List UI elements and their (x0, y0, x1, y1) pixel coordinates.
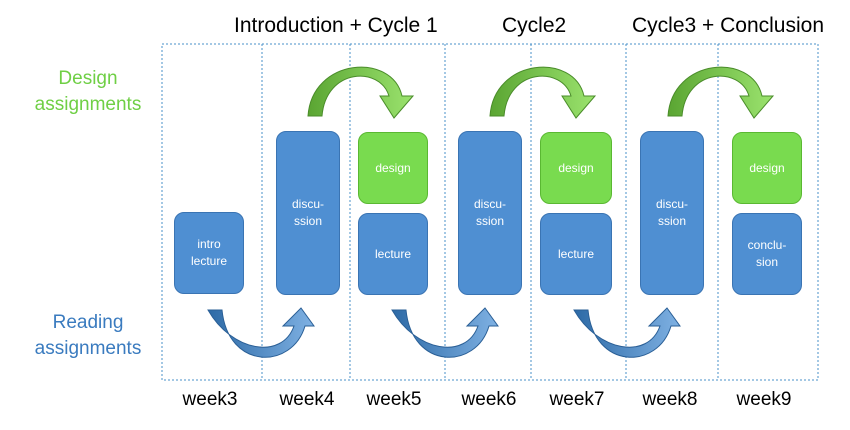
reading-arrow-week3-4 (207, 307, 315, 358)
week-label-5: week5 (366, 389, 422, 410)
week-label-9: week9 (736, 389, 792, 410)
row-label-line: Reading (52, 312, 124, 333)
box-discussion-week6: discu- ssion (458, 131, 522, 295)
design-arrow-week6-7 (489, 66, 597, 119)
week-label-3: week3 (182, 389, 238, 410)
row-label-line: assignments (34, 94, 142, 115)
section-title-cycle2: Cycle2 (502, 14, 567, 37)
box-lecture-week5: lecture (358, 213, 428, 295)
box-discussion-week4: discu- ssion (276, 131, 340, 295)
box-design-week7: design (540, 132, 612, 204)
reading-arrows (207, 307, 681, 358)
section-title-cycle3-conclusion: Cycle3 + Conclusion (632, 14, 825, 37)
box-label-line: conclu- (747, 238, 787, 252)
row-label-design-assignments: Design assignments (18, 66, 158, 118)
box-design-week5: design (358, 132, 428, 204)
row-label-line: assignments (34, 338, 142, 359)
box-label-line: ssion (475, 214, 504, 228)
box-label-line: intro (197, 237, 221, 251)
box-intro-lecture: intro lecture (174, 212, 244, 294)
box-label-line: sion (755, 255, 778, 269)
section-title-intro-cycle1: Introduction + Cycle 1 (234, 14, 438, 37)
box-label-line: discu- (655, 197, 688, 211)
box-label-line: lecture (190, 254, 228, 268)
week-label-7: week7 (549, 389, 605, 410)
row-label-line: Design (58, 68, 118, 89)
box-label-line: ssion (293, 214, 322, 228)
week-grid (161, 43, 819, 381)
box-conclusion: conclu- sion (732, 213, 802, 295)
box-label-line: discu- (473, 197, 506, 211)
design-arrow-week4-5 (307, 66, 415, 119)
box-label-line: discu- (291, 197, 324, 211)
box-label-line: ssion (657, 214, 686, 228)
design-arrow-week8-9 (667, 66, 775, 119)
box-design-week9: design (732, 132, 802, 204)
reading-arrow-week7-8 (573, 307, 681, 358)
box-discussion-week8: discu- ssion (640, 131, 704, 295)
box-lecture-week7: lecture (540, 213, 612, 295)
design-arrows (307, 66, 775, 119)
grid-outline (161, 43, 819, 381)
week-label-8: week8 (642, 389, 698, 410)
week-label-6: week6 (461, 389, 517, 410)
row-label-reading-assignments: Reading assignments (18, 310, 158, 362)
reading-arrow-week5-6 (391, 307, 499, 358)
week-label-4: week4 (279, 389, 335, 410)
